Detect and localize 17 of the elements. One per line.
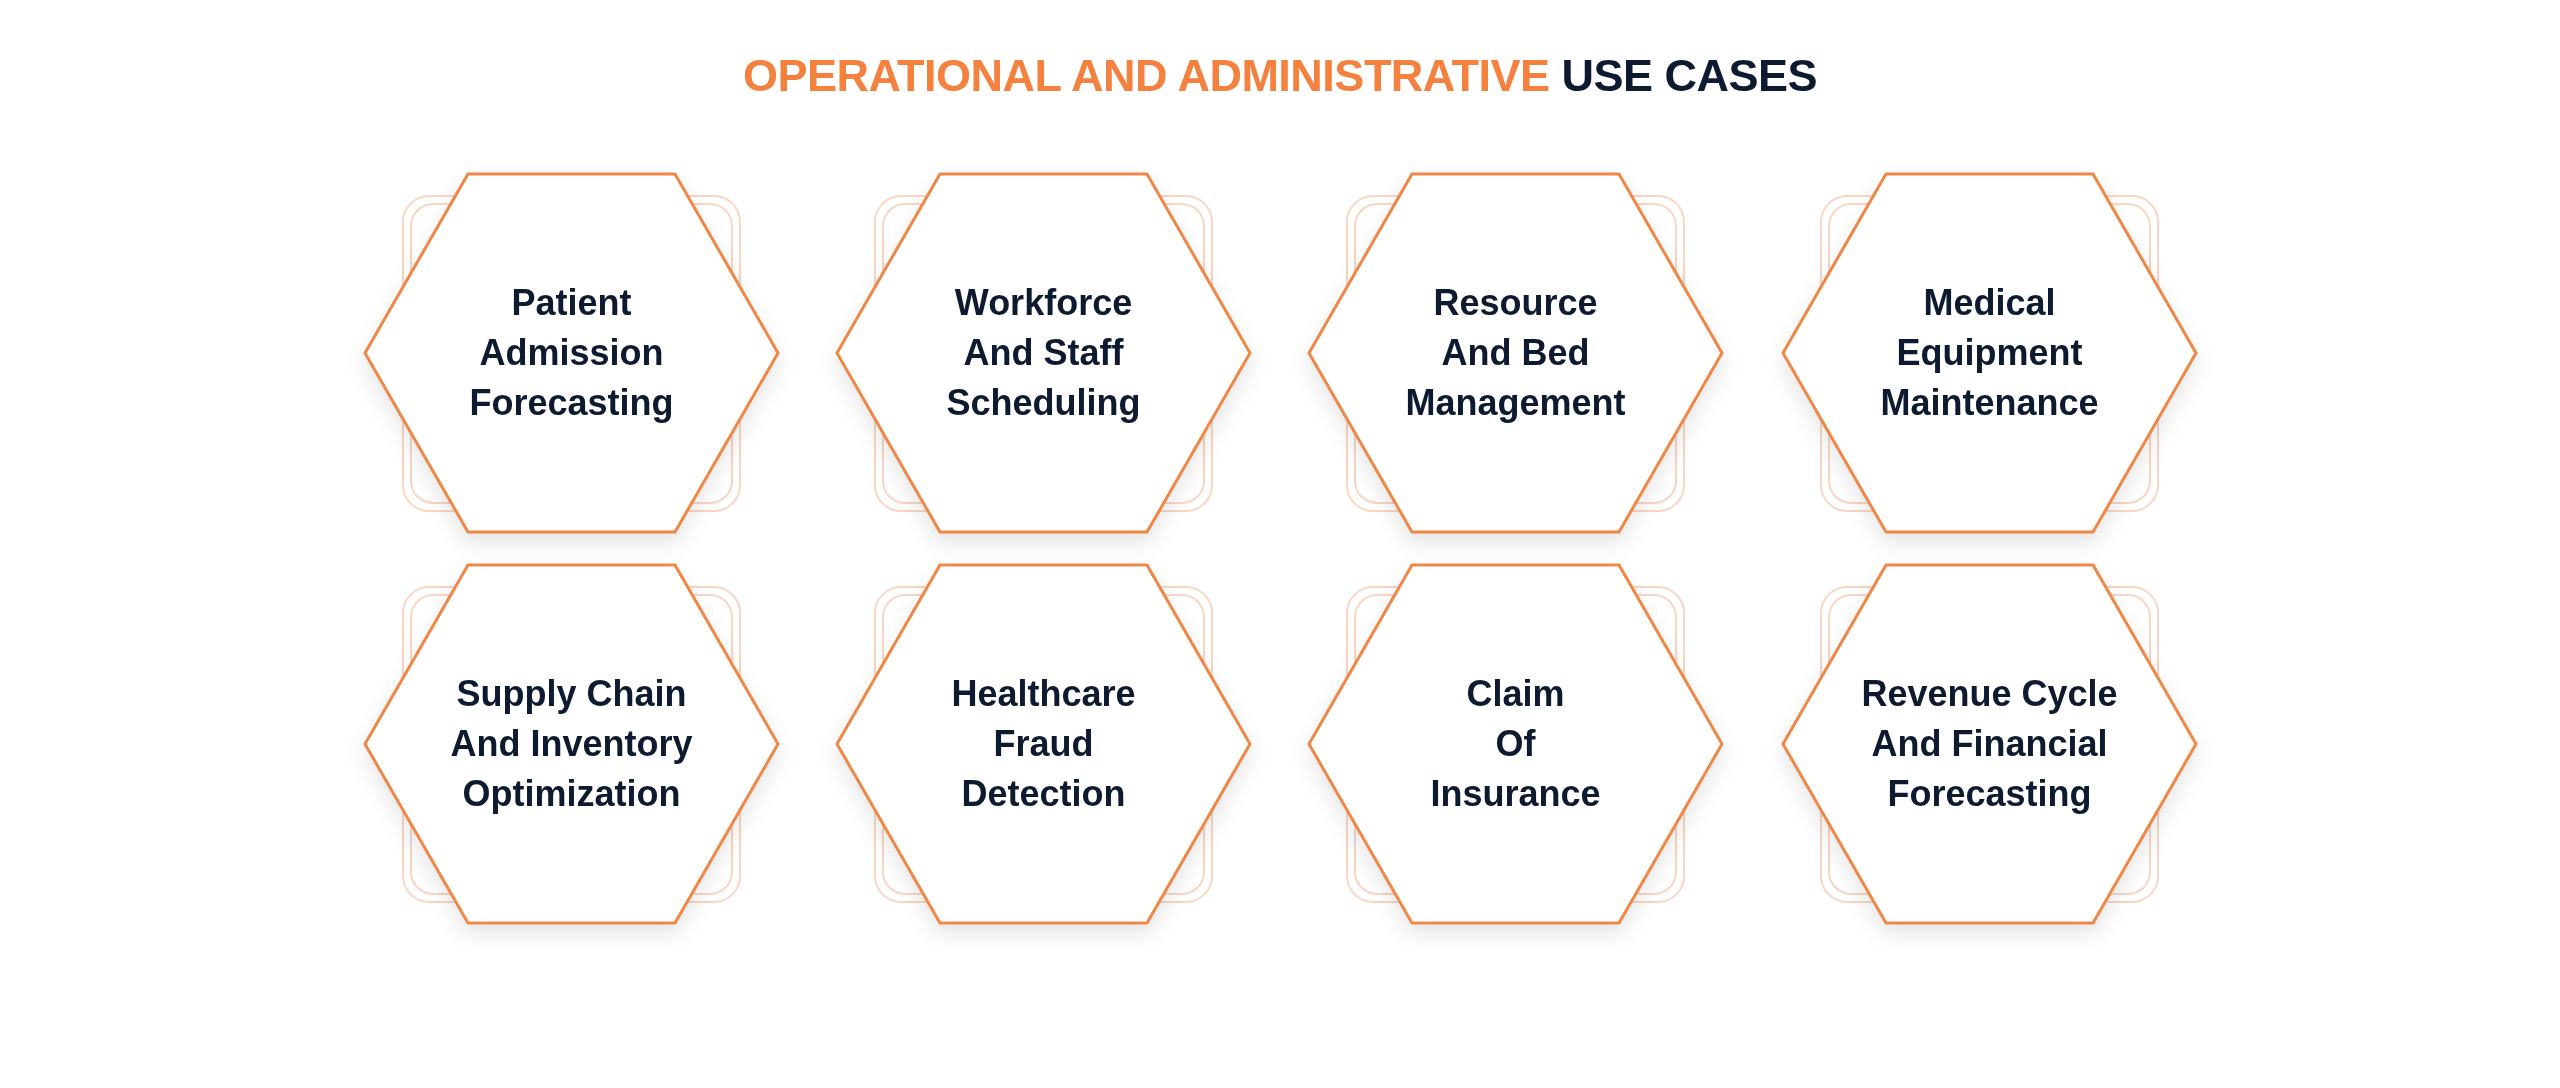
hexagon-node bbox=[1307, 172, 1724, 534]
node-label: Revenue Cycle And Financial Forecasting bbox=[1860, 672, 2119, 816]
node-label: Resource And Bed Management bbox=[1404, 281, 1627, 425]
node-label: Healthcare Fraud Detection bbox=[951, 672, 1136, 816]
diagram-title: OPERATIONAL AND ADMINISTRATIVE USE CASES bbox=[742, 50, 1818, 101]
hexagon-node bbox=[1781, 563, 2198, 925]
hexagon-node bbox=[363, 172, 780, 534]
hexagon-node bbox=[363, 563, 780, 925]
hexagon-node bbox=[1781, 172, 2198, 534]
node-label: Patient Admission Forecasting bbox=[469, 281, 674, 425]
hexagon-node bbox=[835, 172, 1252, 534]
hexagon-node bbox=[1307, 563, 1724, 925]
hexagon-node bbox=[835, 563, 1252, 925]
node-label: Medical Equipment Maintenance bbox=[1880, 281, 2099, 425]
node-label: Workforce And Staff Scheduling bbox=[945, 281, 1142, 425]
node-label: Claim Of Insurance bbox=[1429, 672, 1602, 816]
node-label: Supply Chain And Inventory Optimization bbox=[449, 672, 694, 816]
